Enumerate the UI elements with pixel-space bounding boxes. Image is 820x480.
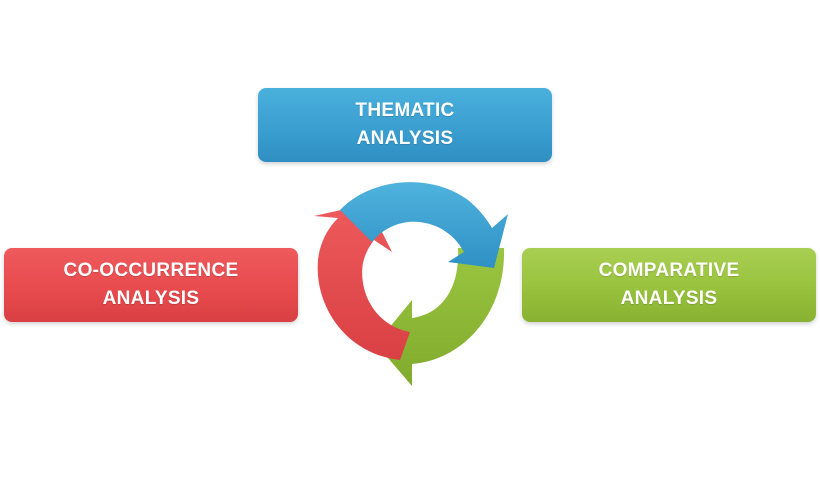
cycle-arrows-icon — [314, 182, 508, 386]
comparative-analysis-box: COMPARATIVE ANALYSIS — [522, 248, 816, 322]
blue-arrow — [340, 182, 508, 268]
thematic-analysis-line1: THEMATIC — [355, 100, 455, 121]
cooccurrence-analysis-box: CO-OCCURRENCE ANALYSIS — [4, 248, 298, 322]
red-arrow — [314, 204, 410, 360]
comparative-analysis-line2: ANALYSIS — [620, 288, 718, 309]
cooccurrence-analysis-line1: CO-OCCURRENCE — [63, 260, 239, 281]
green-arrow — [376, 248, 505, 386]
cooccurrence-analysis-line2: ANALYSIS — [102, 288, 200, 309]
comparative-analysis-line1: COMPARATIVE — [598, 260, 740, 281]
thematic-analysis-line2: ANALYSIS — [356, 128, 454, 149]
thematic-analysis-box: THEMATIC ANALYSIS — [258, 88, 552, 162]
